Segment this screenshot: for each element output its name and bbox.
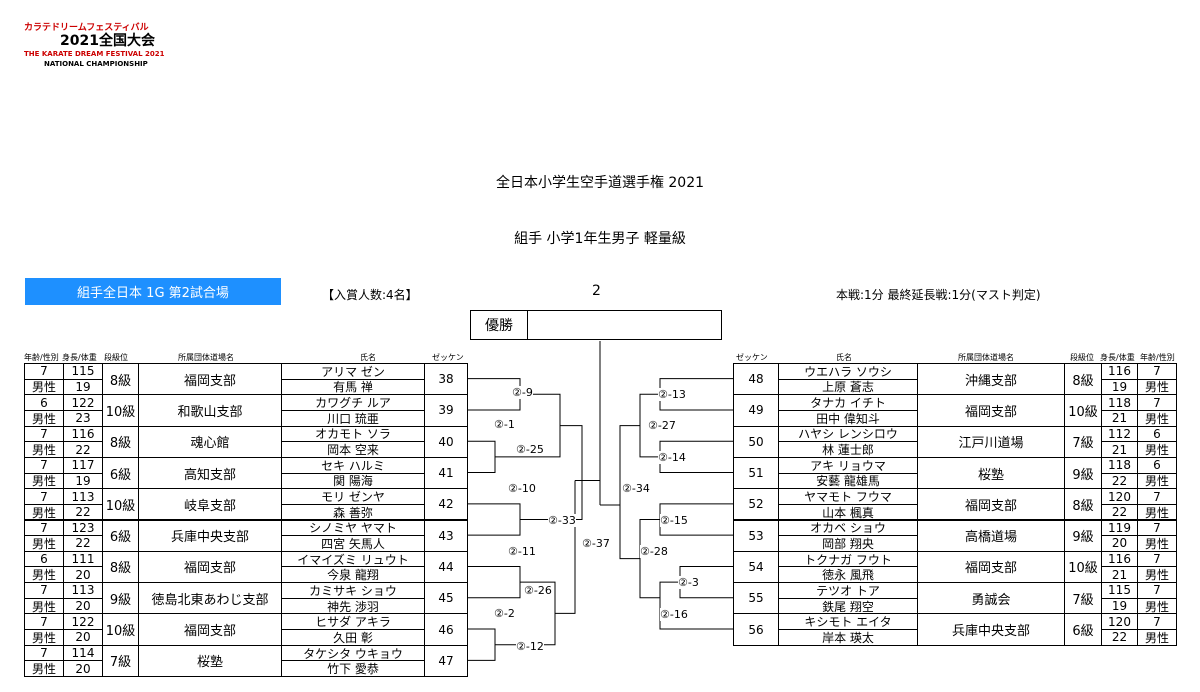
sex-cell: 男性 xyxy=(1137,629,1177,646)
header-dojo-right: 所属団体道場名 xyxy=(958,353,1014,362)
match-label-m25: ②-25 xyxy=(516,443,544,456)
match-label-m13: ②-13 xyxy=(658,388,686,401)
bracket-line xyxy=(520,425,583,520)
match-label-m3: ②-3 xyxy=(678,576,699,589)
match-label-m2: ②-2 xyxy=(494,607,515,620)
bracket-line xyxy=(555,480,576,614)
header-rank-left: 段級位 xyxy=(104,353,128,362)
match-label-m26: ②-26 xyxy=(524,584,552,597)
match-label-m15: ②-15 xyxy=(660,514,688,527)
header-rank-right: 段級位 xyxy=(1070,353,1094,362)
match-label-m1: ②-1 xyxy=(494,418,515,431)
division-title: 組手 小学1年生男子 軽量級 xyxy=(514,231,686,247)
header-age-sex-left: 年齢/性別 xyxy=(24,353,59,362)
bracket-line xyxy=(468,565,521,599)
match-label-m27: ②-27 xyxy=(648,419,676,432)
match-label-m14: ②-14 xyxy=(658,451,686,464)
header-bib-right: ゼッケン xyxy=(736,353,768,362)
svg-text:NATIONAL CHAMPIONSHIP: NATIONAL CHAMPIONSHIP xyxy=(44,60,148,68)
match-label-m9: ②-9 xyxy=(512,386,533,399)
match-label-m33: ②-33 xyxy=(548,514,576,527)
bracket-line xyxy=(659,581,733,630)
match-label-m37: ②-37 xyxy=(582,537,610,550)
match-number: 2 xyxy=(592,283,601,299)
svg-text:カラテドリームフェスティバル: カラテドリームフェスティバル xyxy=(24,22,149,33)
champion-box: 優勝 xyxy=(470,310,722,340)
match-label-m10: ②-10 xyxy=(508,482,536,495)
bib-cell: 47 xyxy=(424,644,468,677)
header-height-weight-right: 身長/体重 xyxy=(1100,353,1135,362)
svg-text:THE KARATE DREAM FESTIVAL 2021: THE KARATE DREAM FESTIVAL 2021 xyxy=(24,50,165,58)
header-age-sex-right: 年齢/性別 xyxy=(1140,353,1175,362)
header-name-right: 氏名 xyxy=(836,353,852,362)
tournament-logo: カラテドリームフェスティバル 2021全国大会 THE KARATE DREAM… xyxy=(24,22,165,68)
bracket-line xyxy=(468,628,496,661)
bracket-line xyxy=(468,503,521,536)
bracket-line xyxy=(468,440,496,474)
bracket-line xyxy=(619,425,640,560)
bracket-line xyxy=(639,519,660,599)
svg-text:2021全国大会: 2021全国大会 xyxy=(60,32,156,49)
winners-count: 【入賞人数:4名】 xyxy=(322,288,418,302)
match-label-m34: ②-34 xyxy=(622,482,650,495)
header-height-weight-left: 身長/体重 xyxy=(62,353,97,362)
match-label-m16: ②-16 xyxy=(660,608,688,621)
header-name-left: 氏名 xyxy=(360,353,376,362)
match-label-m28: ②-28 xyxy=(640,545,668,558)
page-title: 全日本小学生空手道選手権 2021 xyxy=(495,175,705,191)
header-bib-left: ゼッケン xyxy=(432,353,464,362)
champion-label: 優勝 xyxy=(471,311,528,339)
match-label-m11: ②-11 xyxy=(508,545,536,558)
venue-banner: 組手全日本 1G 第2試合場 xyxy=(25,278,281,305)
header-dojo-left: 所属団体道場名 xyxy=(178,353,234,362)
match-rules: 本戦:1分 最終延長戦:1分(マスト判定) xyxy=(836,288,1041,302)
match-label-m12: ②-12 xyxy=(516,640,544,653)
